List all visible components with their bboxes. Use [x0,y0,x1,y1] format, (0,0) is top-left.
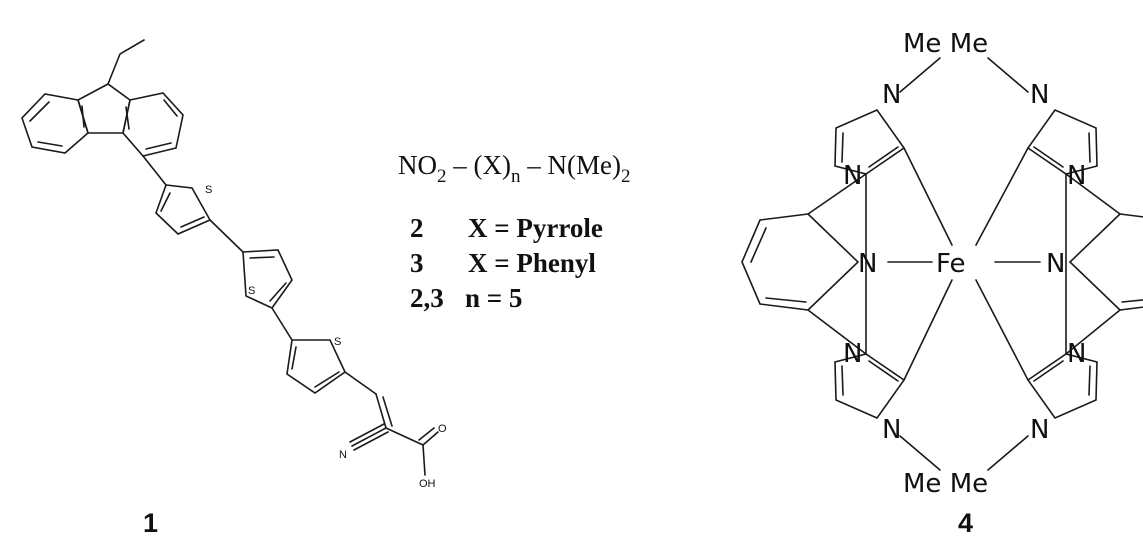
nitrogen-atom: N [1067,339,1086,369]
nitrogen-atom: N [858,249,877,279]
single-bond [209,219,244,253]
double-bond [1088,132,1091,163]
compound-definitions: 2 X = Pyrrole 3 X = Phenyl 2,3 n = 5 [410,213,603,313]
double-bond [841,365,844,396]
single-bond [344,371,377,395]
nitrogen-atom: N [882,415,901,445]
double-bond [868,360,899,382]
thiophene-ring-3 [286,339,347,394]
double-bond [249,256,275,259]
fe-c-bond [903,279,953,381]
methyl-labels-bottom: Me Me [903,469,988,499]
nitrogen-atom: N [843,161,862,191]
nitrogen-atom: N [882,80,901,110]
definition-number: 3 [410,248,424,278]
double-bond [269,282,287,302]
double-bond [1033,360,1064,382]
pyridine-ring-left [741,172,867,356]
carbonyl-bond [418,427,435,441]
single-bond [142,155,167,186]
carbonyl-bond [422,431,439,446]
fe-c-bond [975,147,1029,246]
fluorene-right-ring [122,92,184,157]
sulfur-atom-1: S [205,184,212,196]
double-bond [868,146,899,168]
vinyl-double-bond [382,396,393,427]
double-bond [37,141,63,147]
fe-c-bond [903,147,953,246]
cyano-bond [353,431,389,451]
definition-text: X = Phenyl [468,248,596,278]
definition-text: X = Pyrrole [468,213,603,243]
single-bond [271,307,293,341]
nitrogen-atom: N [1030,415,1049,445]
bridge-bond [899,57,941,93]
bridge-bond [987,57,1029,93]
cyano-bond [351,427,387,447]
double-bond [1033,146,1064,168]
imidazole-ring-lr [1027,353,1098,419]
double-bond [163,99,178,117]
double-bond [765,297,807,303]
hydroxyl-label: OH [419,478,436,490]
double-bond [125,106,130,130]
pyridine-ring-right [1065,172,1143,356]
sulfur-atom-2: S [248,285,255,297]
definition-number: 2,3 [410,283,444,313]
thiophene-ring-1 [155,184,212,235]
double-bond [29,101,50,122]
double-bond [314,371,340,388]
thiophene-ring-2 [242,249,293,310]
ethyl-group [107,39,145,85]
bridge-bond [987,435,1029,471]
definition-text: n = 5 [465,283,522,313]
double-bond [180,216,205,228]
general-formula: NO2 – (X)n – N(Me)2 [398,150,630,187]
imidazole-ring-ul [834,109,905,175]
compound-4-structure: N N N N N N N N N N Fe Me Me Me Me [741,29,1143,499]
compound-4-label: 4 [958,508,973,538]
nitrogen-atom: N [843,339,862,369]
fluorene-central-ring [77,83,131,134]
nitrogen-atom: N [1046,249,1065,279]
iron-atom: Fe [936,249,966,279]
vinyl-double-bond [375,393,387,429]
double-bond [145,142,172,150]
sulfur-atom-3: S [334,336,341,348]
compound-1-structure: S S S N O OH [21,39,447,490]
compound-1-label: 1 [143,508,158,538]
oxygen-atom: O [438,423,447,435]
fe-c-bond [975,279,1029,381]
nitrogen-atom: N [339,449,347,461]
fluorene-left-ring [21,93,89,154]
nitrogen-atom: N [1067,161,1086,191]
cyano-bond [349,423,385,443]
double-bond [1088,365,1091,396]
definition-number: 2 [410,213,424,243]
nitrogen-atom: N [1030,80,1049,110]
hydroxyl-bond [422,444,426,476]
bridge-bond [899,435,941,471]
single-bond [385,427,424,446]
double-bond [841,132,844,163]
double-bond [750,227,767,263]
double-bond [81,105,85,128]
double-bond [160,192,171,212]
double-bond [1121,299,1143,303]
double-bond [291,346,297,370]
pyridine-ring-left-inner [807,213,860,311]
imidazole-ring-ur [1027,109,1098,175]
methyl-labels-top: Me Me [903,29,988,59]
pyridine-ring-right-inner [1068,213,1121,311]
imidazole-ring-ll [834,353,905,419]
